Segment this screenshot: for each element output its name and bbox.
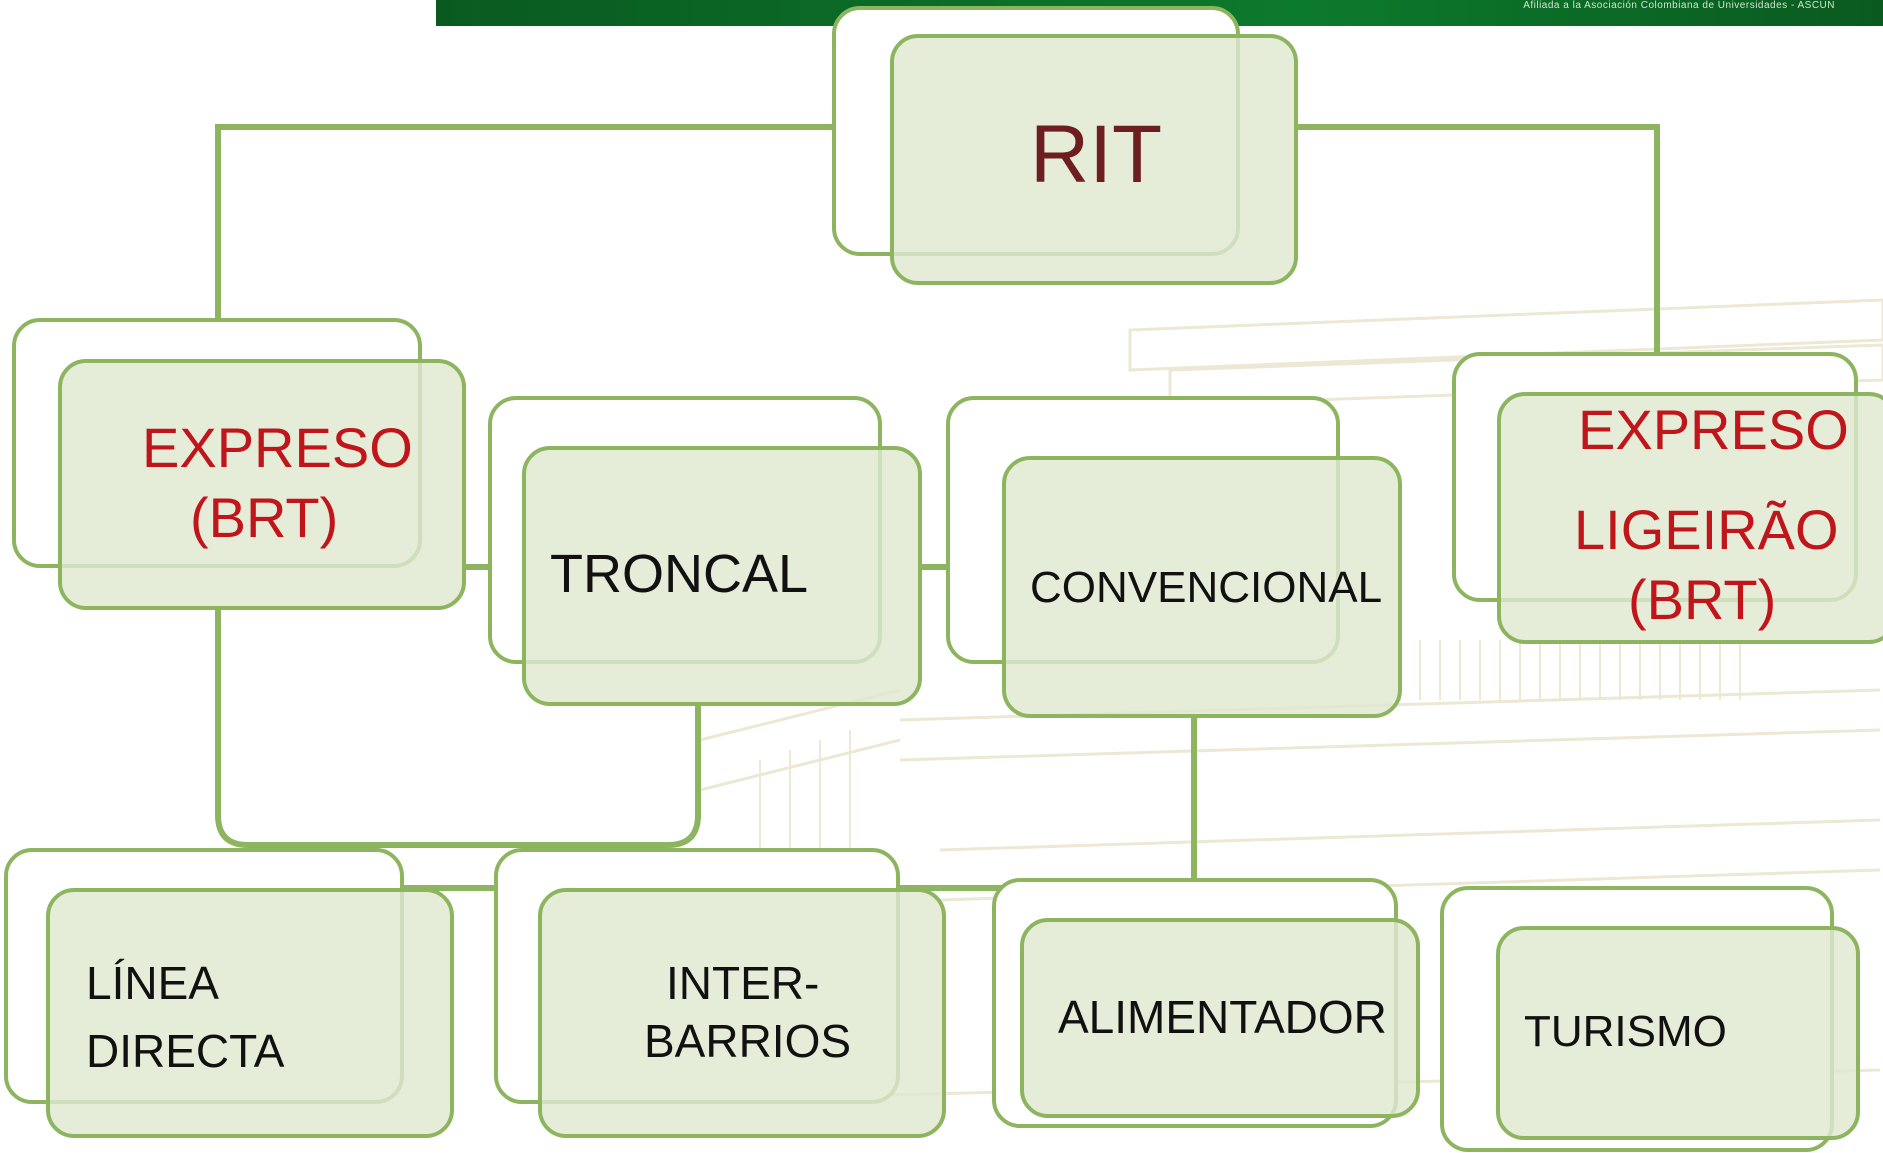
node-expreso-brt: EXPRESO (BRT) — [12, 318, 466, 610]
node-linea-directa: LÍNEA DIRECTA — [4, 848, 454, 1138]
header-tagline: Afiliada a la Asociación Colombiana de U… — [1523, 0, 1835, 11]
node-linea-directa-line2: DIRECTA — [86, 1025, 285, 1077]
node-expreso-brt-front — [58, 359, 466, 610]
node-troncal: TRONCAL — [488, 396, 922, 706]
node-alimentador: ALIMENTADOR — [992, 878, 1420, 1130]
node-expreso-ligeirao-line3: (BRT) — [1628, 568, 1777, 631]
node-rit-label: RIT — [1030, 109, 1163, 200]
node-inter-barrios-line1: INTER- — [666, 957, 820, 1009]
node-turismo-front — [1496, 926, 1860, 1140]
node-alimentador-front — [1020, 918, 1420, 1118]
node-turismo: TURISMO — [1440, 886, 1860, 1152]
node-inter-barrios-line2: BARRIOS — [644, 1015, 852, 1067]
node-inter-barrios: INTER- BARRIOS — [494, 848, 946, 1138]
connector-root-right — [1296, 124, 1660, 356]
node-expreso-ligeirao: EXPRESO LIGEIRÃO (BRT) — [1452, 352, 1883, 644]
node-rit-front — [890, 34, 1298, 285]
node-turismo-label: TURISMO — [1524, 1007, 1727, 1056]
node-convencional-front — [1002, 456, 1402, 718]
node-expreso-ligeirao-front — [1497, 392, 1883, 644]
node-troncal-label: TRONCAL — [550, 544, 809, 604]
node-linea-directa-front — [46, 888, 454, 1138]
node-linea-directa-line1: LÍNEA — [86, 957, 219, 1009]
node-expreso-ligeirao-line1: EXPRESO — [1578, 398, 1849, 461]
node-convencional: CONVENCIONAL — [946, 396, 1402, 718]
node-alimentador-label: ALIMENTADOR — [1058, 991, 1387, 1043]
node-expreso-brt-line2: (BRT) — [190, 486, 339, 549]
connector-expreso-down — [215, 610, 701, 848]
node-convencional-label: CONVENCIONAL — [1030, 563, 1383, 612]
node-expreso-ligeirao-line2: LIGEIRÃO — [1574, 498, 1839, 561]
node-inter-barrios-front — [538, 888, 946, 1138]
connector-root-left — [215, 124, 836, 322]
node-troncal-front — [522, 446, 922, 706]
node-rit: RIT — [832, 6, 1298, 285]
node-expreso-brt-line1: EXPRESO — [142, 416, 413, 479]
